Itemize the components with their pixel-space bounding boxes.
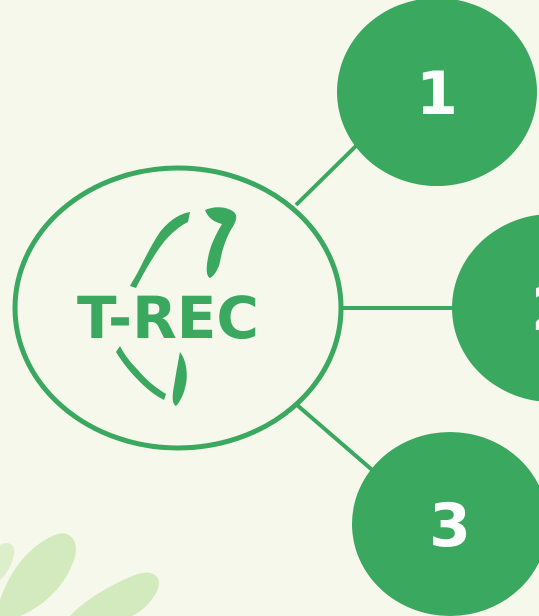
- leaf-shape-left: [0, 533, 76, 616]
- node-1-circle: [337, 0, 537, 186]
- connector-1: [294, 140, 362, 207]
- node-1: 1: [337, 0, 537, 186]
- connectors: [294, 140, 460, 477]
- hub-circle: [12, 165, 344, 451]
- node-3-circle: [352, 432, 539, 616]
- hub-logo: T-REC: [12, 165, 344, 451]
- node-2: 2: [452, 214, 539, 402]
- connector-3: [295, 403, 380, 477]
- island-icon: [116, 207, 237, 406]
- logo-text: T-REC: [77, 284, 259, 352]
- leaf-shape-small: [0, 543, 15, 580]
- node-3-label: 3: [429, 491, 471, 561]
- node-2-label: 2: [531, 275, 539, 345]
- decorative-leaves: [0, 533, 159, 616]
- node-1-label: 1: [416, 59, 458, 129]
- node-2-circle: [452, 214, 539, 402]
- node-3: 3: [352, 432, 539, 616]
- leaf-shape-right: [70, 572, 159, 616]
